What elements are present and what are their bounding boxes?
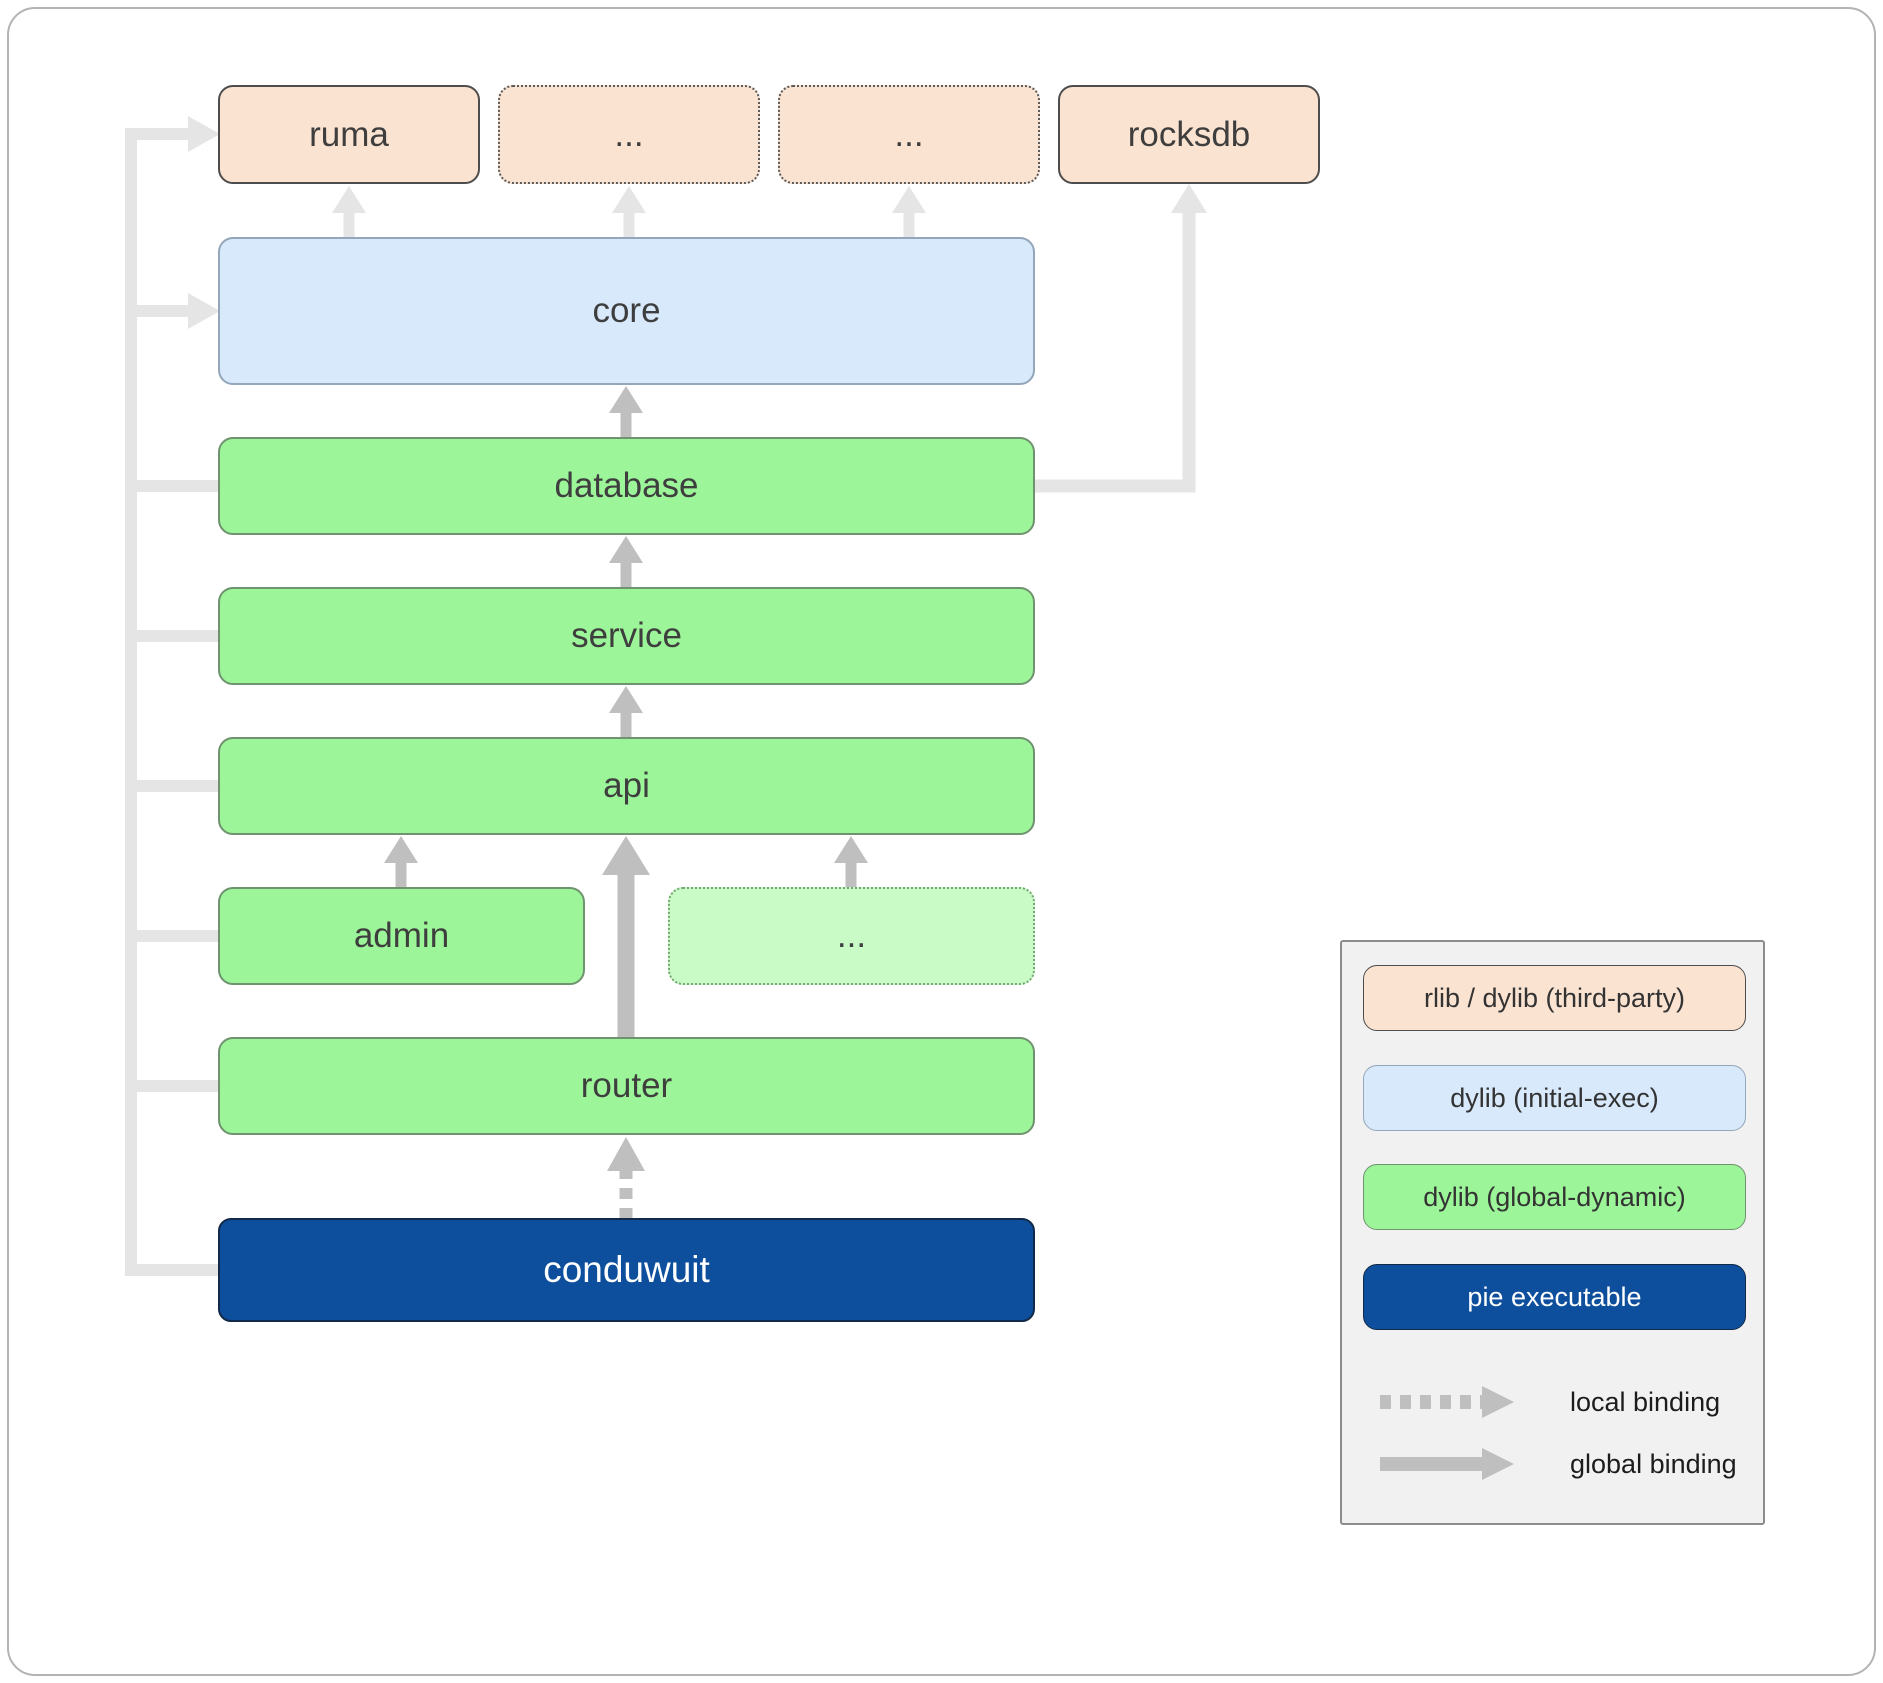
node-database-label: database — [554, 466, 699, 505]
legend-item-initial-exec-label: dylib (initial-exec) — [1450, 1082, 1659, 1113]
node-dep2: ... — [498, 85, 760, 184]
node-core: core — [218, 237, 1035, 385]
local-binding-arrow-icon — [1380, 1386, 1514, 1418]
global-binding-arrow-icon — [1380, 1448, 1514, 1480]
node-api-label: api — [603, 766, 650, 805]
edge-service-database — [609, 536, 643, 588]
legend-item-pie-executable-label: pie executable — [1467, 1281, 1642, 1312]
node-router: router — [218, 1037, 1035, 1135]
node-service-label: service — [571, 616, 682, 655]
legend-local-binding-label: local binding — [1570, 1386, 1721, 1417]
legend-item-global-dynamic: dylib (global-dynamic) — [1363, 1164, 1746, 1230]
legend-global-binding-row: global binding — [1378, 1442, 1747, 1486]
edge-core-dep2 — [612, 186, 646, 238]
edge-core-ruma — [332, 186, 366, 238]
legend-item-thirdparty-label: rlib / dylib (third-party) — [1423, 982, 1686, 1013]
edge-database-core — [609, 386, 643, 438]
node-database: database — [218, 437, 1035, 535]
edge-conduwuit-trunk — [125, 116, 220, 1276]
node-rocksdb: rocksdb — [1058, 85, 1320, 184]
node-dep3-label: ... — [894, 114, 924, 154]
node-admin: admin — [218, 887, 585, 985]
node-core-label: core — [592, 291, 661, 330]
edge-router-api — [602, 836, 650, 1038]
edge-core-dep3 — [892, 186, 926, 238]
node-dep3: ... — [778, 85, 1040, 184]
edge-more-api — [834, 836, 868, 888]
legend-panel: rlib / dylib (third-party) dylib (initia… — [1340, 940, 1765, 1525]
edge-admin-api — [384, 836, 418, 888]
legend-local-binding-row: local binding — [1378, 1380, 1747, 1424]
node-router-label: router — [580, 1066, 673, 1105]
node-service: service — [218, 587, 1035, 685]
edge-conduwuit-router-local — [607, 1137, 645, 1219]
legend-global-binding-label: global binding — [1570, 1448, 1737, 1479]
legend-item-thirdparty: rlib / dylib (third-party) — [1363, 965, 1746, 1031]
legend-item-initial-exec: dylib (initial-exec) — [1363, 1065, 1746, 1131]
node-more: ... — [668, 887, 1035, 985]
node-admin-label: admin — [353, 916, 450, 955]
legend-item-global-dynamic-label: dylib (global-dynamic) — [1423, 1181, 1686, 1212]
node-dep2-label: ... — [614, 114, 644, 154]
node-ruma: ruma — [218, 85, 480, 184]
node-more-label: ... — [836, 916, 867, 955]
node-ruma-label: ruma — [309, 114, 389, 154]
edge-api-service — [609, 686, 643, 738]
node-api: api — [218, 737, 1035, 835]
node-conduwuit: conduwuit — [218, 1218, 1035, 1322]
node-conduwuit-label: conduwuit — [543, 1249, 710, 1290]
legend-item-pie-executable: pie executable — [1363, 1264, 1746, 1330]
edge-database-rocksdb — [1035, 184, 1207, 493]
node-rocksdb-label: rocksdb — [1127, 114, 1251, 154]
